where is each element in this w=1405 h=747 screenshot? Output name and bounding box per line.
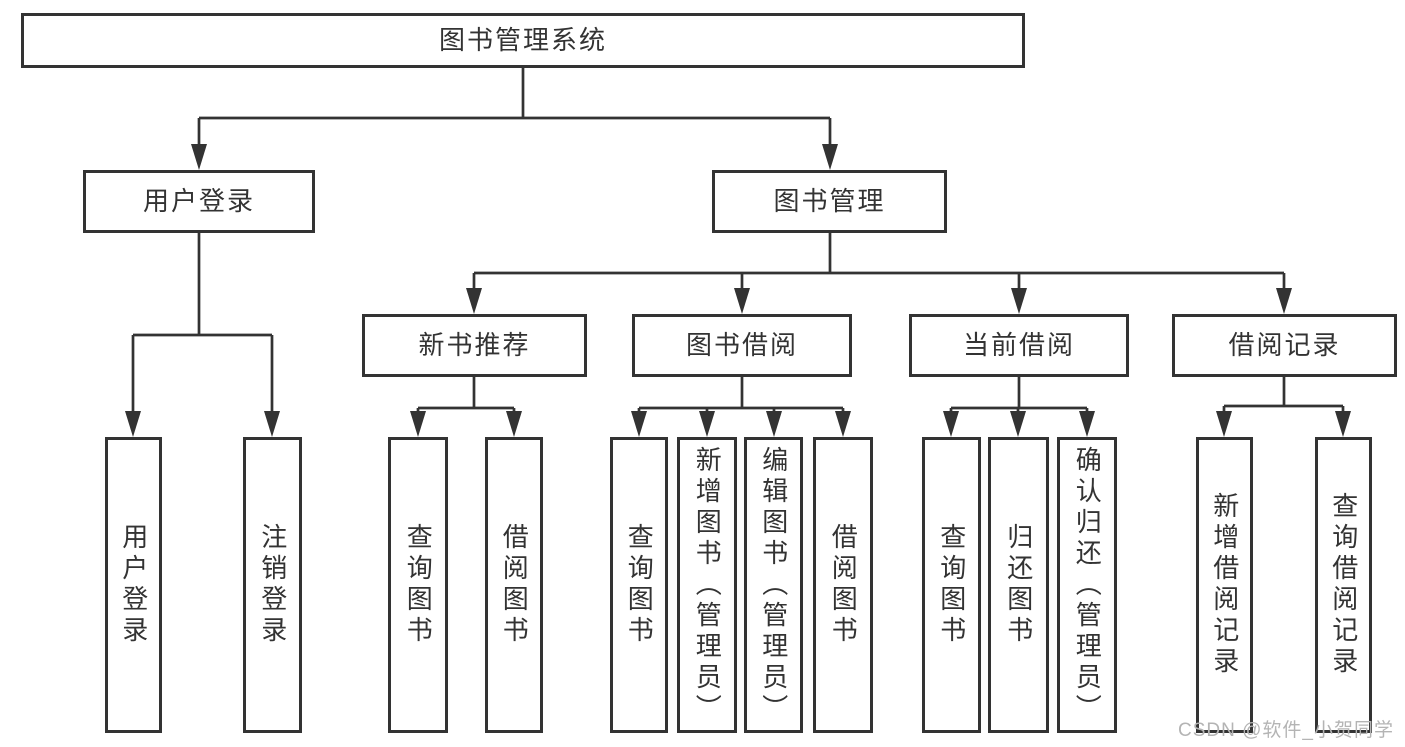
connector-root-to-level2: [191, 68, 838, 170]
leaf-return-book: 归还图书: [988, 437, 1049, 733]
leaf-query-borrow-record: 查询借阅记录: [1315, 437, 1372, 733]
node-borrow-record: 借阅记录: [1172, 314, 1397, 377]
connector-book-management-sections: [466, 233, 1292, 314]
connector-current-borrow-children: [943, 377, 1095, 437]
leaf-borrow-book-recommend: 借阅图书: [485, 437, 543, 733]
leaf-user-login: 用户登录: [105, 437, 162, 733]
leaf-borrow-book: 借阅图书: [813, 437, 873, 733]
connector-borrow-record-children: [1216, 377, 1351, 437]
node-book-borrow: 图书借阅: [632, 314, 852, 377]
leaf-add-borrow-record: 新增借阅记录: [1196, 437, 1253, 733]
connector-book-borrow-children: [631, 377, 851, 437]
node-book-management: 图书管理: [712, 170, 947, 233]
connector-new-book-recommend-children: [410, 377, 522, 437]
node-current-borrow: 当前借阅: [909, 314, 1129, 377]
leaf-edit-book-admin: 编辑图书（管理员）: [744, 437, 803, 733]
node-root-library-management-system: 图书管理系统: [21, 13, 1025, 68]
leaf-query-book-borrow: 查询图书: [610, 437, 668, 733]
leaf-query-book-recommend: 查询图书: [388, 437, 448, 733]
connector-user-login-children: [125, 233, 280, 437]
leaf-query-book-current: 查询图书: [922, 437, 981, 733]
leaf-logout-login: 注销登录: [243, 437, 302, 733]
node-new-book-recommend: 新书推荐: [362, 314, 587, 377]
node-user-login: 用户登录: [83, 170, 315, 233]
leaf-confirm-return-admin: 确认归还（管理员）: [1057, 437, 1117, 733]
leaf-add-book-admin: 新增图书（管理员）: [677, 437, 737, 733]
csdn-watermark: CSDN @软件_小贺同学: [1178, 720, 1394, 741]
